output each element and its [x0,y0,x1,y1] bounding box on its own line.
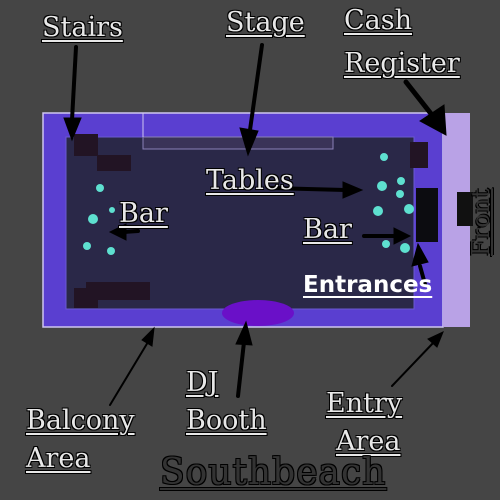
bar-right-label: Bar [303,214,352,245]
balcony-area-label: Balcony Area [26,402,135,478]
cash-register-line1: Cash [344,5,413,36]
bar-left-label: Bar [119,198,168,229]
left-bar-block [86,282,150,300]
stairs-arrow [70,45,78,122]
balcony-line1: Balcony [26,405,135,436]
entry-area-label: Entry Area [326,385,402,461]
tables-arrow [268,186,347,192]
tables-left [83,184,115,255]
cash-register-label: Cash Register [344,6,460,79]
tables-right [373,153,414,253]
entry-area-arrow [391,341,435,387]
stairs-label: Stairs [42,12,123,43]
stage-arrow [248,43,264,132]
entry-line2: Area [336,426,401,457]
dj-line2: Booth [186,405,267,436]
stairs-block [74,134,98,156]
stairs-block [97,155,131,171]
right-bar-block [410,142,428,168]
venue-title: Southbeach [160,452,387,493]
entrances-label: Entrances [303,272,433,298]
cash-register-line2: Register [344,48,460,79]
cash-register-arrow [403,79,435,118]
stage-area [142,136,334,150]
dj-booth [222,300,294,326]
dj-booth-arrow [236,340,246,398]
front-label: Front [467,188,495,256]
stage-label: Stage [226,7,305,38]
register-block [457,192,473,226]
left-bar-block [74,288,98,308]
dj-line1: DJ [186,367,219,398]
dj-booth-label: DJ Booth [186,364,267,440]
right-bar-block [416,188,438,242]
entrances-arrow [418,264,427,286]
entry-line1: Entry [326,388,403,419]
balcony-line2: Area [26,443,91,474]
tables-label: Tables [206,165,294,196]
balcony-arrow [109,341,149,406]
